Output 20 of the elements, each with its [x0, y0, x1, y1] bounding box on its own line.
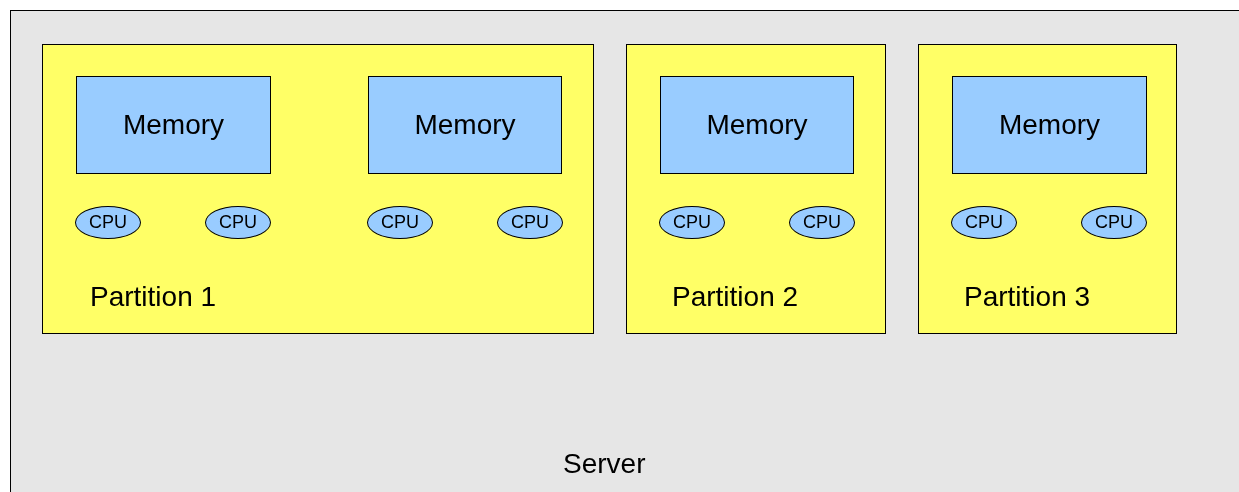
- cpu-ellipse: CPU: [789, 206, 855, 239]
- cpu-ellipse: CPU: [497, 206, 563, 239]
- cpu-ellipse: CPU: [659, 206, 725, 239]
- partition-label: Partition 3: [964, 281, 1091, 313]
- memory-box: Memory: [76, 76, 271, 174]
- partition-label: Partition 1: [90, 281, 217, 313]
- memory-box: Memory: [660, 76, 854, 174]
- server-box: [10, 10, 1239, 492]
- partition-label: Partition 2: [672, 281, 799, 313]
- cpu-ellipse: CPU: [1081, 206, 1147, 239]
- server-label: Server: [563, 448, 646, 480]
- memory-box: Memory: [952, 76, 1147, 174]
- partition-box: [42, 44, 594, 334]
- cpu-ellipse: CPU: [205, 206, 271, 239]
- cpu-ellipse: CPU: [951, 206, 1017, 239]
- partition-box: [626, 44, 886, 334]
- partition-box: [918, 44, 1177, 334]
- memory-box: Memory: [368, 76, 562, 174]
- cpu-ellipse: CPU: [75, 206, 141, 239]
- cpu-ellipse: CPU: [367, 206, 433, 239]
